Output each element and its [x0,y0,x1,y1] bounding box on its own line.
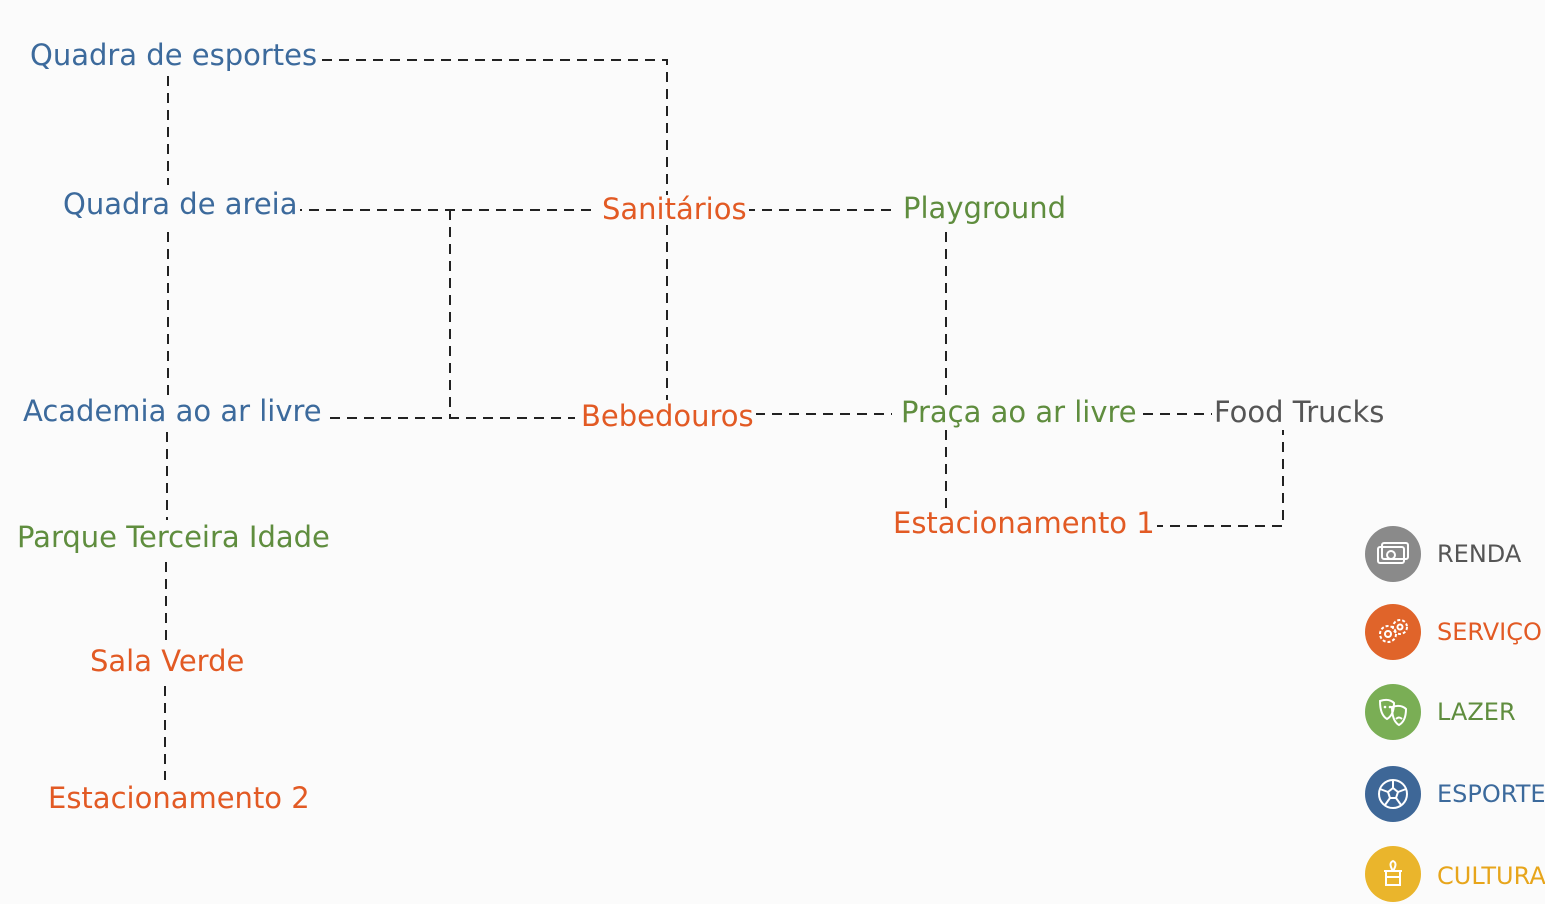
node-parque-terceira-idade: Parque Terceira Idade [15,520,332,554]
theater-masks-icon [1365,684,1421,740]
node-playground: Playground [901,191,1069,225]
legend-label-lazer: LAZER [1437,698,1516,726]
node-praca: Praça ao ar livre [899,395,1139,429]
node-food-trucks: Food Trucks [1212,395,1387,429]
legend-label-servico: SERVIÇO [1437,618,1542,646]
connector-lines [164,59,1284,780]
legend-label-renda: RENDA [1437,540,1522,568]
node-quadra-esportes: Quadra de esportes [28,38,320,72]
gears-icon [1365,604,1421,660]
node-estacionamento-2: Estacionamento 2 [46,781,312,815]
legend-label-esportes: ESPORTES [1437,780,1545,808]
node-sala-verde: Sala Verde [88,644,247,678]
node-sanitarios: Sanitários [600,192,749,226]
connector-esportes-sanitarios [305,59,668,400]
money-icon [1365,526,1421,582]
culture-icon [1365,846,1421,902]
node-estacionamento-1: Estacionamento 1 [891,506,1157,540]
legend-label-cultura: CULTURA [1437,862,1545,890]
soccer-ball-icon [1365,766,1421,822]
node-bebedouros: Bebedouros [579,399,756,433]
node-academia: Academia ao ar livre [21,394,324,428]
connector-estacionamento1-foodtrucks [1136,430,1284,527]
node-quadra-areia: Quadra de areia [61,187,300,221]
